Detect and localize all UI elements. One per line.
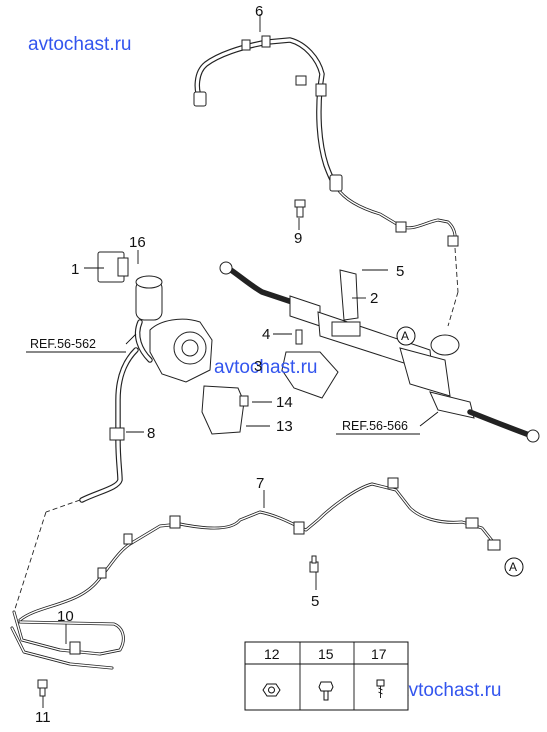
callout-5-lower: 5 <box>311 593 319 610</box>
table-header-12: 12 <box>264 646 280 662</box>
table-header-15: 15 <box>318 646 334 662</box>
callout-5-upper: 5 <box>396 263 404 280</box>
callout-9: 9 <box>294 230 302 247</box>
watermark-middle: avtochast.ru <box>214 357 318 378</box>
ref-reservoir-text: REF.56-562 <box>30 337 96 351</box>
callout-13: 13 <box>276 418 293 435</box>
callout-7: 7 <box>256 475 264 492</box>
screw-icon <box>376 679 385 698</box>
callout-4: 4 <box>262 326 270 343</box>
callout-16: 16 <box>129 234 146 251</box>
reservoir-pump-assembly <box>97 251 213 383</box>
callout-11: 11 <box>35 709 51 726</box>
callout-14: 14 <box>276 394 293 411</box>
connector-a-lower-text: A <box>509 560 517 574</box>
callout-10: 10 <box>57 608 74 625</box>
ref-gear-text: REF.56-566 <box>342 419 408 433</box>
pressure-hose-6 <box>193 35 459 247</box>
callout-8: 8 <box>147 425 155 442</box>
connector-a-lower: A <box>504 557 524 577</box>
nut-icon <box>262 683 281 697</box>
cooler-pipe-7 <box>18 477 501 622</box>
callout-1: 1 <box>71 261 79 278</box>
leader-lines <box>42 14 439 708</box>
callout-6: 6 <box>255 3 263 20</box>
bolt-9 <box>294 199 306 218</box>
parts-table: 12 15 17 <box>244 641 409 711</box>
callout-3: 3 <box>254 358 262 375</box>
cooler-coil-10 <box>10 610 125 670</box>
watermark-top: avtochast.ru <box>28 34 132 55</box>
table-header-17: 17 <box>371 646 387 662</box>
brackets-3-13 <box>201 329 339 435</box>
connector-a-upper-text: A <box>401 329 409 343</box>
connector-a-upper: A <box>396 326 416 346</box>
return-hose-8 <box>79 347 139 503</box>
bolt-icon <box>318 681 334 701</box>
steering-gear-assembly <box>219 261 540 443</box>
watermark-bottom: avtochast.ru <box>398 680 502 701</box>
bolt-5-lower <box>309 555 319 573</box>
bolt-11 <box>37 679 48 697</box>
ref-label-reservoir: REF.56-562 <box>26 337 126 353</box>
callout-2: 2 <box>370 290 378 307</box>
ref-label-gear: REF.56-566 <box>336 419 420 435</box>
